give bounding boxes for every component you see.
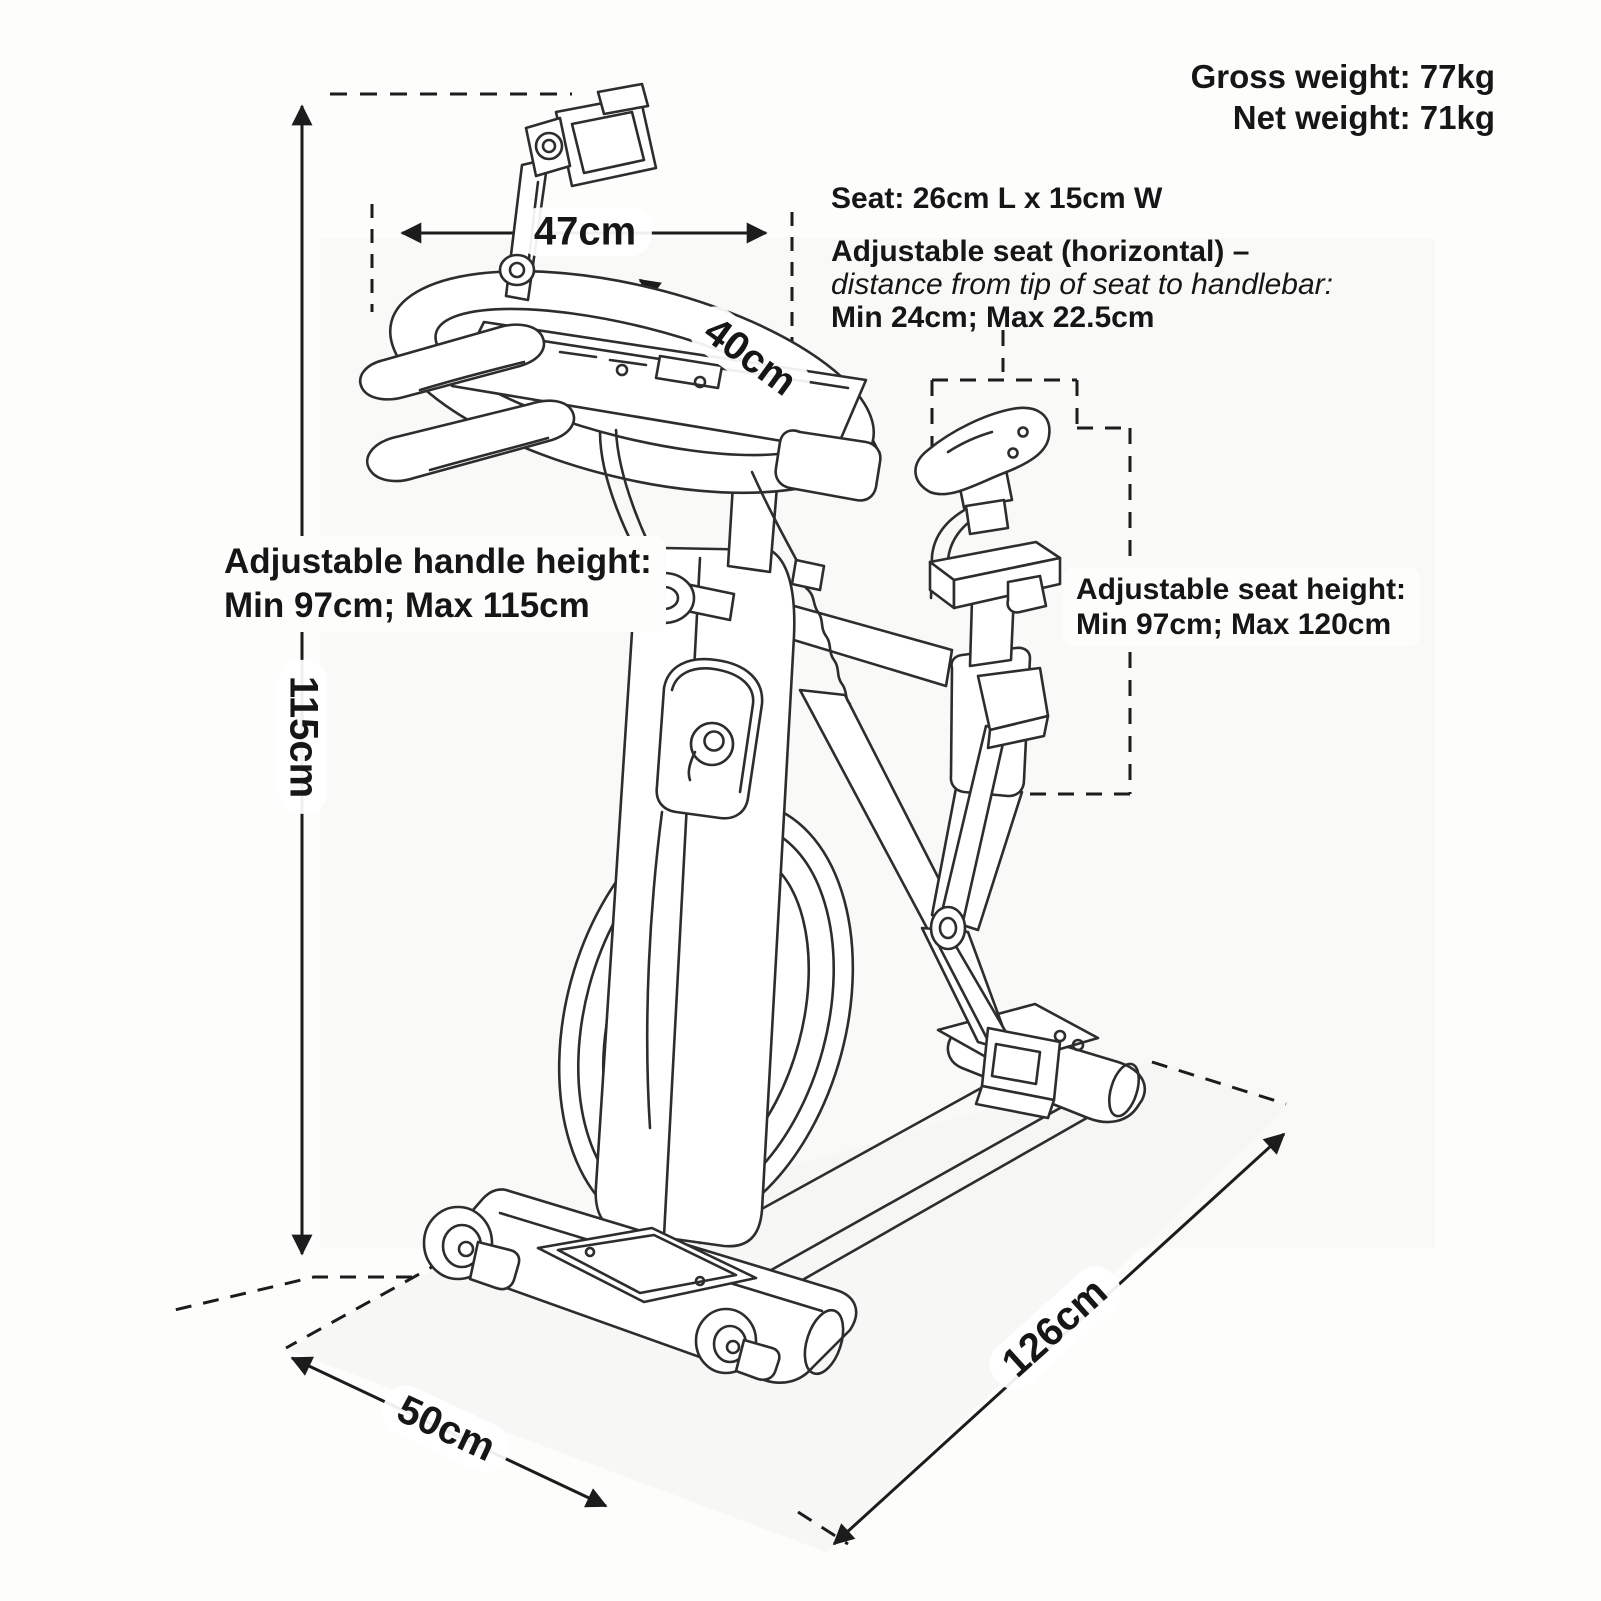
dash-floor-length-bottom bbox=[797, 1510, 849, 1546]
frame-shield bbox=[655, 657, 764, 820]
multigrip-horns bbox=[359, 323, 576, 483]
handlebar-assembly bbox=[359, 269, 882, 706]
dimension-handlebar-width: 47cm bbox=[517, 207, 653, 257]
net-weight-text: Net weight: 71kg bbox=[1232, 99, 1495, 136]
floor-plate bbox=[536, 1226, 758, 1304]
seat-horizontal-range: Min 24cm; Max 22.5cm bbox=[831, 301, 1155, 334]
seat-horizontal-detail: distance from tip of seat to handlebar: bbox=[831, 268, 1333, 301]
crank-bearing bbox=[929, 905, 967, 951]
coiled-cable bbox=[804, 586, 852, 706]
exercise-bike-drawing bbox=[359, 82, 1147, 1384]
seat-height-heading: Adjustable seat height: bbox=[1076, 573, 1407, 606]
seat-spec-note: Seat: 26cm L x 15cm W Adjustable seat (h… bbox=[831, 182, 1333, 334]
pedal-right bbox=[976, 666, 1050, 750]
dash-floor-width bbox=[165, 1275, 412, 1314]
seat-assembly bbox=[914, 406, 1062, 932]
brand-logo bbox=[687, 721, 735, 782]
seat-height-note: Adjustable seat height: Min 97cm; Max 12… bbox=[1062, 568, 1421, 646]
seat-height-range: Min 97cm; Max 120cm bbox=[1076, 608, 1392, 641]
dash-floor-length-top bbox=[1151, 1060, 1287, 1106]
transport-wheel-right bbox=[694, 1307, 781, 1382]
handle-height-note: Adjustable handle height: Min 97cm; Max … bbox=[210, 536, 666, 632]
dimension-overall-height: 115cm bbox=[278, 659, 328, 815]
transport-wheel-left bbox=[422, 1205, 521, 1291]
right-grip bbox=[774, 429, 882, 502]
brake-lever bbox=[790, 558, 826, 592]
pedal-left bbox=[974, 1026, 1062, 1120]
seat-size-text: Seat: 26cm L x 15cm W bbox=[831, 182, 1163, 215]
gross-weight-text: Gross weight: 77kg bbox=[1190, 58, 1495, 95]
handle-height-range: Min 97cm; Max 115cm bbox=[224, 586, 590, 625]
weights-note: Gross weight: 77kg Net weight: 71kg bbox=[1191, 56, 1495, 138]
saddle bbox=[914, 406, 1051, 496]
handle-height-heading: Adjustable handle height: bbox=[224, 542, 652, 581]
crank-and-pedals bbox=[929, 666, 1062, 1120]
seat-horizontal-heading: Adjustable seat (horizontal) – bbox=[831, 235, 1250, 268]
